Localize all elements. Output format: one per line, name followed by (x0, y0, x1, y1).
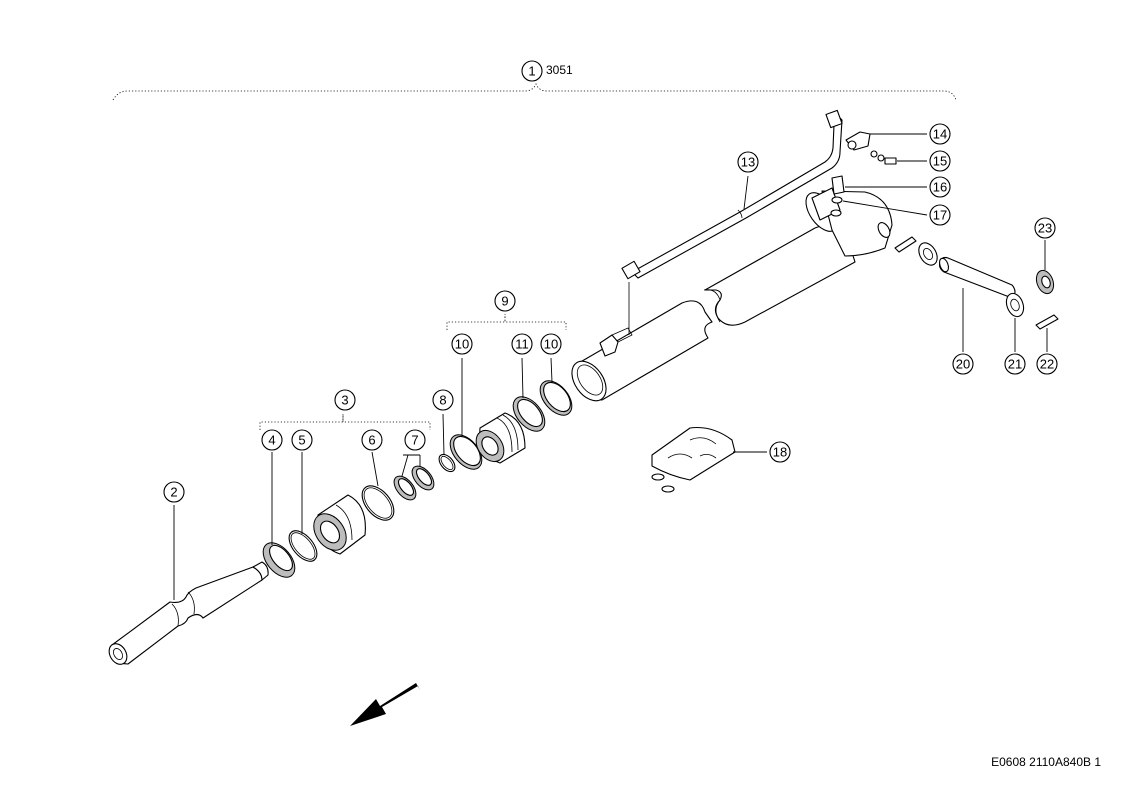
svg-text:8: 8 (439, 393, 446, 408)
callout-4: 4 (261, 429, 283, 451)
piston-9 (475, 412, 526, 464)
callout-11: 11 (511, 333, 533, 355)
o-ring-17 (831, 196, 843, 204)
wear-ring-10b (539, 380, 573, 416)
svg-text:21: 21 (1008, 357, 1022, 372)
callout-7: 7 (404, 429, 426, 451)
callout-8: 8 (432, 389, 454, 411)
svg-text:5: 5 (298, 433, 305, 448)
seal-ring-4 (262, 542, 296, 578)
washer-21 (1005, 292, 1025, 318)
callout-21: 21 (1004, 353, 1026, 375)
svg-text:17: 17 (933, 208, 947, 223)
svg-text:3: 3 (341, 393, 348, 408)
callout-1: 1 (521, 60, 543, 82)
callout-22: 22 (1036, 353, 1058, 375)
callout-10b: 10 (540, 333, 562, 355)
callout-9: 9 (494, 290, 516, 312)
svg-text:22: 22 (1040, 357, 1054, 372)
svg-text:18: 18 (773, 445, 787, 460)
screw-15 (870, 150, 897, 165)
svg-text:20: 20 (956, 357, 970, 372)
pin-22 (1035, 314, 1059, 330)
svg-text:6: 6 (368, 433, 375, 448)
group-bracket-9 (446, 314, 567, 330)
svg-text:11: 11 (515, 337, 529, 352)
cylinder-barrel (571, 187, 893, 402)
assembly-code: 3051 (546, 63, 573, 77)
gland-6 (313, 494, 366, 555)
callout-20: 20 (952, 353, 974, 375)
callout-6: 6 (361, 429, 383, 451)
drawing-reference: E0608 2110A840B 1 (991, 755, 1101, 769)
callout-2: 2 (163, 481, 185, 503)
callout-13: 13 (737, 151, 759, 173)
callout-15: 15 (929, 150, 951, 172)
callout-10a: 10 (451, 333, 473, 355)
callout-18: 18 (769, 441, 791, 463)
adapter-16 (831, 175, 845, 195)
o-ring-6 (361, 485, 395, 521)
group-bracket-3 (259, 414, 431, 430)
leader-lines (173, 133, 1048, 600)
svg-text:10: 10 (455, 337, 469, 352)
svg-text:9: 9 (501, 294, 508, 309)
svg-text:10: 10 (544, 337, 558, 352)
piston-rod (108, 561, 269, 665)
callout-23: 23 (1034, 217, 1056, 239)
svg-text:14: 14 (933, 127, 947, 142)
assembly-bracket (112, 82, 957, 101)
callout-17: 17 (929, 204, 951, 226)
rings-7 (393, 465, 435, 501)
washer-21a (918, 242, 938, 266)
callout-16: 16 (929, 176, 951, 198)
tube-13 (621, 109, 843, 335)
callout-5: 5 (291, 429, 313, 451)
direction-arrow (350, 683, 420, 726)
elbow-fitting (599, 327, 633, 357)
fitting-14 (845, 131, 871, 151)
nut-23 (1035, 269, 1055, 295)
svg-text:4: 4 (268, 433, 275, 448)
svg-text:1: 1 (528, 64, 535, 79)
wear-ring-10a (449, 434, 483, 470)
seal-kit-18 (651, 426, 736, 493)
callout-3: 3 (334, 389, 356, 411)
svg-text:15: 15 (933, 154, 947, 169)
seal-11 (512, 396, 546, 432)
ring-8 (438, 453, 456, 473)
pin-22a (894, 236, 917, 253)
callout-14: 14 (929, 123, 951, 145)
svg-text:16: 16 (933, 180, 947, 195)
pin-20 (938, 256, 1016, 299)
svg-text:7: 7 (411, 433, 418, 448)
svg-text:23: 23 (1038, 221, 1052, 236)
o-ring-5 (288, 530, 318, 562)
svg-text:2: 2 (170, 485, 177, 500)
svg-text:13: 13 (741, 155, 755, 170)
